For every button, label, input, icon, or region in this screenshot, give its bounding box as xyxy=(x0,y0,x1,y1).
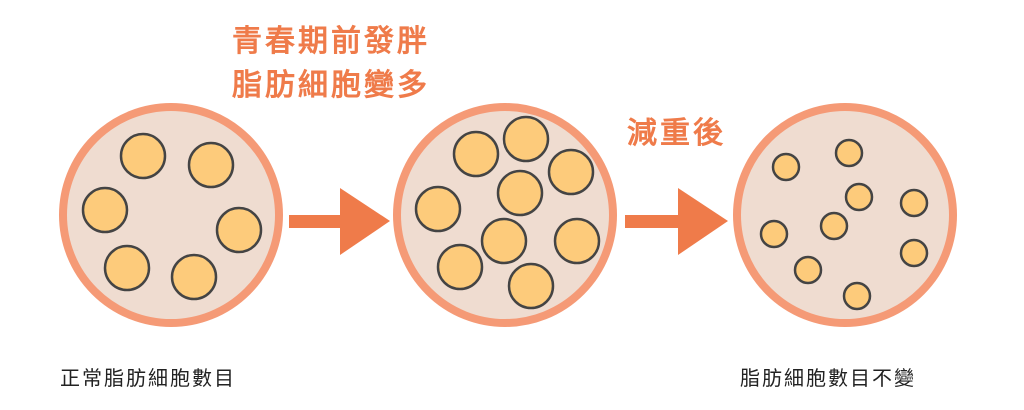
stage-normal xyxy=(59,103,283,327)
fat-cell xyxy=(842,281,872,311)
step-label: 減重後 xyxy=(627,116,726,151)
stage-after-weight-loss xyxy=(733,103,957,327)
fat-cell xyxy=(819,211,849,241)
label-right: 脂肪細胞數目不變 xyxy=(740,366,916,390)
stage-gained xyxy=(393,103,617,327)
fat-cell xyxy=(414,185,462,233)
fat-cell xyxy=(436,243,484,291)
fat-cell xyxy=(793,255,823,285)
fat-cell xyxy=(119,132,167,180)
fat-cell xyxy=(553,217,601,265)
fat-cell xyxy=(170,253,218,301)
fat-cell xyxy=(502,115,550,163)
fat-cell xyxy=(899,188,929,218)
fat-cell xyxy=(496,169,544,217)
fat-cell xyxy=(834,138,864,168)
heading-line1: 青春期前發胖 xyxy=(232,24,430,59)
fat-cell xyxy=(480,217,528,265)
fat-cell xyxy=(899,238,929,268)
fat-cell xyxy=(215,206,263,254)
fat-cell xyxy=(507,262,555,310)
fat-cell xyxy=(452,130,500,178)
fat-cell xyxy=(759,219,789,249)
fat-cell xyxy=(187,141,235,189)
fat-cell xyxy=(547,148,595,196)
arrow-right-icon xyxy=(289,188,390,255)
heading-line2: 脂肪細胞變多 xyxy=(232,68,430,103)
fat-cell xyxy=(103,244,151,292)
fat-cell xyxy=(844,182,874,212)
fat-cell xyxy=(81,186,129,234)
arrow-right-icon xyxy=(625,188,728,255)
label-left: 正常脂肪細胞數目 xyxy=(60,366,236,390)
fat-cell xyxy=(771,152,801,182)
